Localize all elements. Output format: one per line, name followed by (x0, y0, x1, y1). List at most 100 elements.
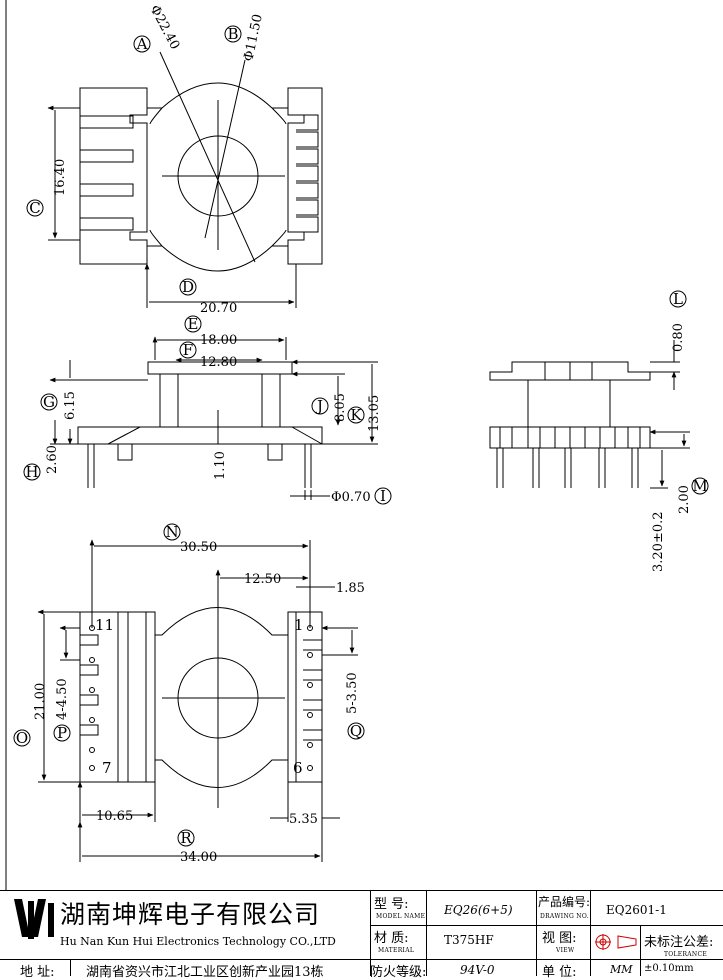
top-left-flange (79, 87, 148, 265)
leader-b (204, 59, 246, 239)
dim-r: 34.00 (180, 850, 217, 865)
top-view (48, 51, 323, 308)
pin-hole (89, 747, 95, 753)
pin-label-11: 11 (95, 616, 114, 634)
front-pins (87, 444, 312, 488)
model-value: EQ26(6+5) (444, 903, 513, 917)
material-sub: MATERIAL (378, 947, 415, 954)
dim-r-line (80, 822, 322, 862)
address-value: 湖南省资兴市江北工业区创新产业园13栋 (86, 965, 324, 980)
dim-b: Φ11.50 (241, 13, 266, 63)
marker-n: N (165, 523, 178, 541)
dim-pin: 3.20±0.2 (651, 511, 666, 572)
pin-hole (89, 717, 95, 723)
engineering-drawing: A B C D E F G H I J K L M N O P Q R Φ22.… (5, 0, 709, 890)
dim-1-line (218, 570, 308, 582)
material-label: 材 质: (374, 931, 409, 946)
dim-1: 12.50 (244, 572, 281, 587)
pin-hole (307, 765, 313, 771)
pin-hole (89, 687, 95, 693)
dim-i-line (290, 490, 330, 500)
dim-k: 13.05 (367, 395, 382, 432)
title-block: 湖南坤辉电子有限公司 Hu Nan Kun Hui Electronics Te… (0, 890, 723, 980)
dim-h-line (50, 420, 78, 444)
unit-value: MM (610, 963, 633, 976)
fire-rating-label: 防火等级: (370, 965, 427, 980)
dim-g-line (50, 360, 148, 444)
dim-m: 2.00 (677, 485, 692, 514)
pin-hole (307, 652, 313, 658)
dim-pin-line (650, 450, 668, 488)
marker-d: D (182, 278, 194, 296)
side-ribs (499, 427, 641, 448)
marker-m: M (692, 477, 707, 495)
dim-n: 30.50 (180, 540, 217, 555)
tolerance-label: 未标注公差: (644, 935, 714, 950)
dim-2: 1.85 (336, 581, 365, 596)
unit-label: 单 位: (542, 965, 577, 980)
dim-k-line (292, 362, 378, 444)
leader-a (159, 51, 256, 263)
material-value: T375HF (444, 933, 494, 947)
dim-j: 8.05 (333, 393, 348, 422)
dim-l: 0.80 (671, 323, 686, 352)
tolerance-sub: TOLERANCE (664, 951, 708, 958)
dim-q: 5-3.50 (345, 672, 360, 714)
drawing-no-value: EQ2601-1 (606, 903, 667, 917)
bottom-right-slots (303, 639, 322, 741)
dim-h: 2.60 (45, 445, 60, 474)
dim-m-line (650, 432, 690, 448)
dim-c: 16.40 (53, 159, 68, 196)
marker-b: B (227, 25, 238, 43)
dim-d: 20.70 (200, 301, 237, 316)
marker-a: A (136, 35, 148, 53)
top-left-slots (80, 115, 134, 231)
dim-d-line (147, 264, 296, 308)
top-right-flange (287, 87, 323, 265)
marker-i: I (380, 487, 386, 505)
top-centerlines (162, 100, 285, 250)
pin-hole (89, 765, 95, 771)
dim-o: 21.00 (33, 683, 48, 720)
side-view (489, 340, 690, 488)
company-logo-icon (14, 899, 54, 939)
dim-i: Φ0.70 (331, 490, 371, 505)
dim-l-line (650, 340, 680, 390)
bottom-right-flange (287, 611, 323, 783)
dim-4-line (270, 782, 340, 822)
pin-label-7: 7 (102, 759, 112, 777)
drawing-no-sub: DRAWING NO. (540, 913, 589, 920)
company-name-en: Hu Nan Kun Hui Electronics Technology CO… (60, 935, 336, 948)
dim-3: 10.65 (96, 809, 133, 824)
tolerance-value: ±0.10mm (644, 963, 694, 974)
pin-hole (89, 657, 95, 663)
projection-symbol-icon (595, 934, 637, 950)
view-label: 视 图: (542, 931, 577, 946)
marker-circles (13, 25, 709, 847)
marker-o: O (16, 729, 28, 747)
bottom-left-flange (79, 611, 156, 783)
model-sub: MODEL NAME (376, 913, 426, 920)
marker-e: E (188, 315, 199, 333)
pin-hole (307, 742, 313, 748)
bottom-view (38, 540, 358, 862)
bottom-left-slots (80, 634, 99, 736)
dim-p: 4-4.50 (55, 678, 70, 720)
pin-hole (307, 682, 313, 688)
side-pins (496, 448, 639, 488)
marker-l: L (673, 290, 683, 308)
front-outline (77, 361, 323, 445)
pin-label-6: 6 (293, 759, 303, 777)
dim-5: 1.10 (213, 451, 228, 480)
dim-o-line (38, 612, 80, 782)
marker-j: J (315, 397, 323, 415)
marker-f: F (183, 341, 193, 359)
fire-rating-value: 94V-0 (460, 963, 495, 977)
bottom-centerlines (162, 575, 285, 808)
dim-4: 5.35 (289, 812, 318, 827)
model-label: 型 号: (374, 897, 409, 912)
marker-p: P (57, 724, 67, 742)
marker-r: R (180, 829, 192, 847)
drawing-no-label: 产品编号: (538, 895, 591, 909)
pin-label-1: 1 (294, 616, 304, 634)
